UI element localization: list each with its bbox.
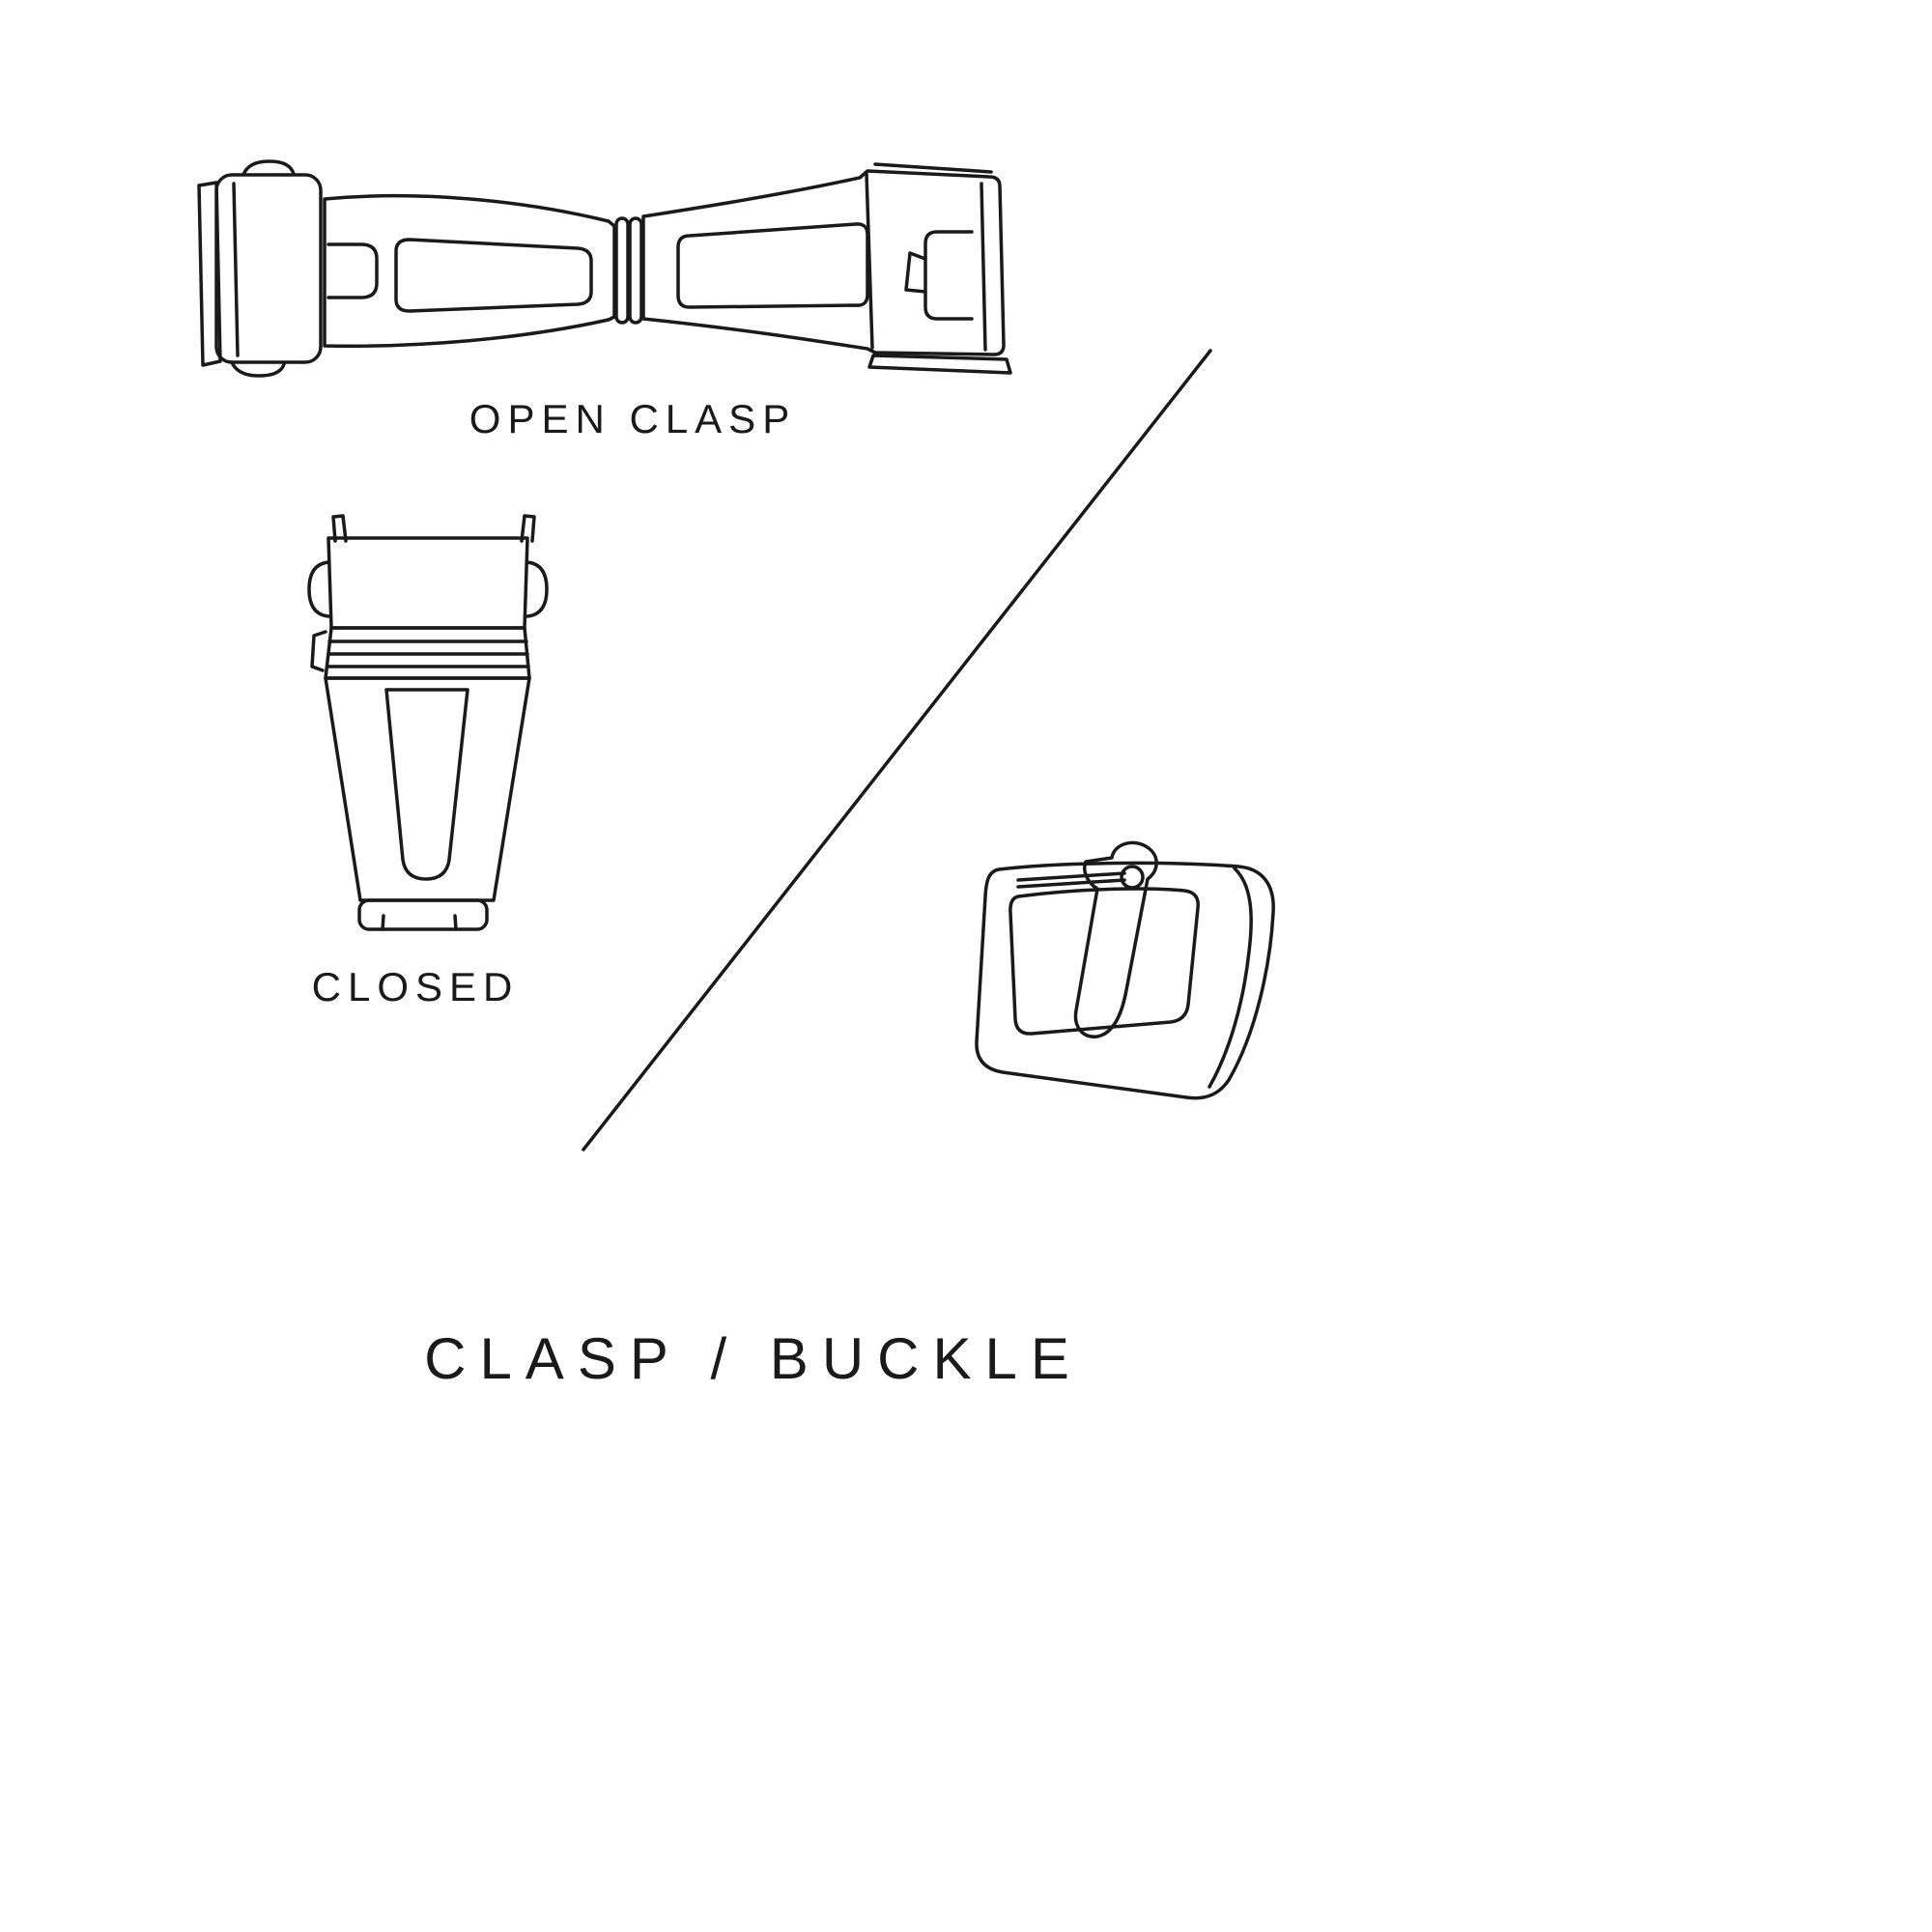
open-clasp-illustration xyxy=(197,159,1012,378)
open-clasp-label: OPEN CLASP xyxy=(469,396,797,441)
page-title: CLASP / BUCKLE xyxy=(424,1326,1083,1391)
divider-line xyxy=(582,349,1212,1151)
buckle-illustration xyxy=(975,840,1275,1100)
closed-clasp-label: CLOSED xyxy=(311,964,520,1009)
closed-clasp-illustration xyxy=(307,514,549,931)
